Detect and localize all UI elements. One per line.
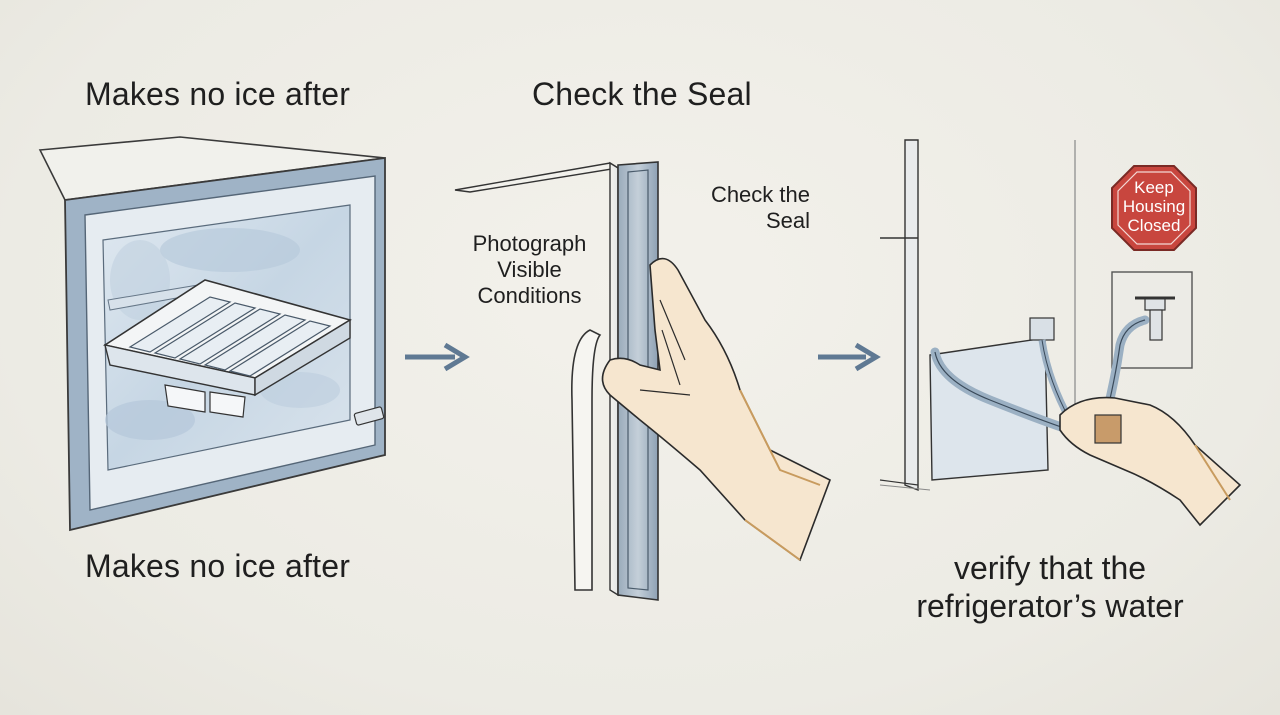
freezer-illustration xyxy=(38,136,386,532)
sign-line: Keep xyxy=(1134,178,1174,197)
panel2-title: Check the Seal xyxy=(532,76,752,112)
water-line-illustration xyxy=(879,139,1242,527)
panel1-title: Makes no ice after xyxy=(85,76,351,112)
arrow-right-icon xyxy=(818,342,881,372)
stop-sign-text: Keep Housing Closed xyxy=(1109,178,1199,235)
stop-sign-icon xyxy=(1111,165,1197,251)
caption-line: verify that the xyxy=(953,550,1147,586)
label-line: Photograph xyxy=(472,231,587,256)
panel3-caption: verify that the refrigerator’s water xyxy=(880,549,1220,625)
label-line: Seal xyxy=(765,208,810,233)
sign-line: Closed xyxy=(1127,216,1181,235)
door-seal-illustration xyxy=(454,161,832,601)
photograph-conditions-label: Photograph Visible Conditions xyxy=(462,231,597,309)
check-seal-label: Check the Seal xyxy=(690,182,810,234)
caption-line: refrigerator’s water xyxy=(916,588,1184,624)
label-line: Check the xyxy=(710,182,810,207)
label-line: Conditions xyxy=(477,283,582,308)
label-line: Visible xyxy=(497,257,562,282)
sign-line: Housing xyxy=(1122,197,1186,216)
arrow-right-icon xyxy=(405,342,470,372)
panel1-caption: Makes no ice after xyxy=(85,548,351,584)
